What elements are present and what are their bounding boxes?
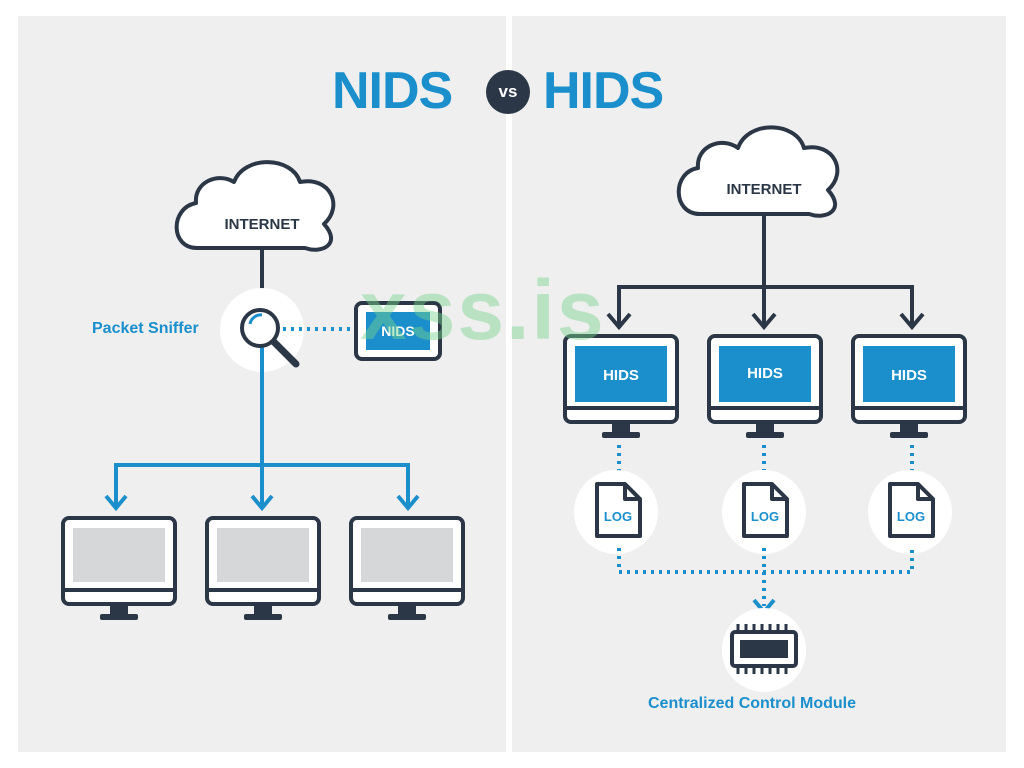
hids-monitor: HIDS <box>563 334 679 438</box>
hids-arrow-2 <box>751 312 777 331</box>
nids-internet-cloud: INTERNET <box>174 160 336 252</box>
hids-monitor: HIDS <box>707 334 823 438</box>
nids-distribution-line <box>114 463 410 505</box>
nids-arrow-1 <box>104 494 128 512</box>
nids-arrow-3 <box>396 494 420 512</box>
log-label: LOG <box>751 509 779 524</box>
hids-monitor-label: HIDS <box>747 365 783 382</box>
hids-arrow-3 <box>899 312 925 331</box>
endpoint-monitor <box>349 516 465 620</box>
title-nids: NIDS <box>332 62 453 120</box>
hids-distribution-line <box>617 285 914 325</box>
packet-sniffer-label: Packet Sniffer <box>92 320 199 337</box>
endpoint-monitor <box>205 516 321 620</box>
hids-cloud-label: INTERNET <box>727 181 802 198</box>
hids-monitor-label: HIDS <box>603 367 639 384</box>
watermark: xss.is <box>360 263 606 357</box>
nids-arrow-2 <box>250 494 274 512</box>
log-file-icon: LOG <box>888 482 935 538</box>
nids-cloud-label: INTERNET <box>225 216 300 233</box>
hids-monitor: HIDS <box>851 334 967 438</box>
magnifier-icon <box>240 308 300 368</box>
nids-device: NIDS <box>354 301 442 361</box>
hids-arrow-1 <box>606 312 632 331</box>
hids-monitor-label: HIDS <box>891 367 927 384</box>
title-hids: HIDS <box>543 62 664 120</box>
log-label: LOG <box>897 509 925 524</box>
log-label: LOG <box>604 509 632 524</box>
vs-badge: vs <box>486 70 530 114</box>
log-file-icon: LOG <box>595 482 642 538</box>
chip-icon <box>730 624 798 674</box>
control-module-label: Centralized Control Module <box>648 695 856 712</box>
log-file-icon: LOG <box>742 482 789 538</box>
hids-internet-cloud: INTERNET <box>676 125 840 218</box>
endpoint-monitor <box>61 516 177 620</box>
nids-device-label: NIDS <box>381 323 414 339</box>
